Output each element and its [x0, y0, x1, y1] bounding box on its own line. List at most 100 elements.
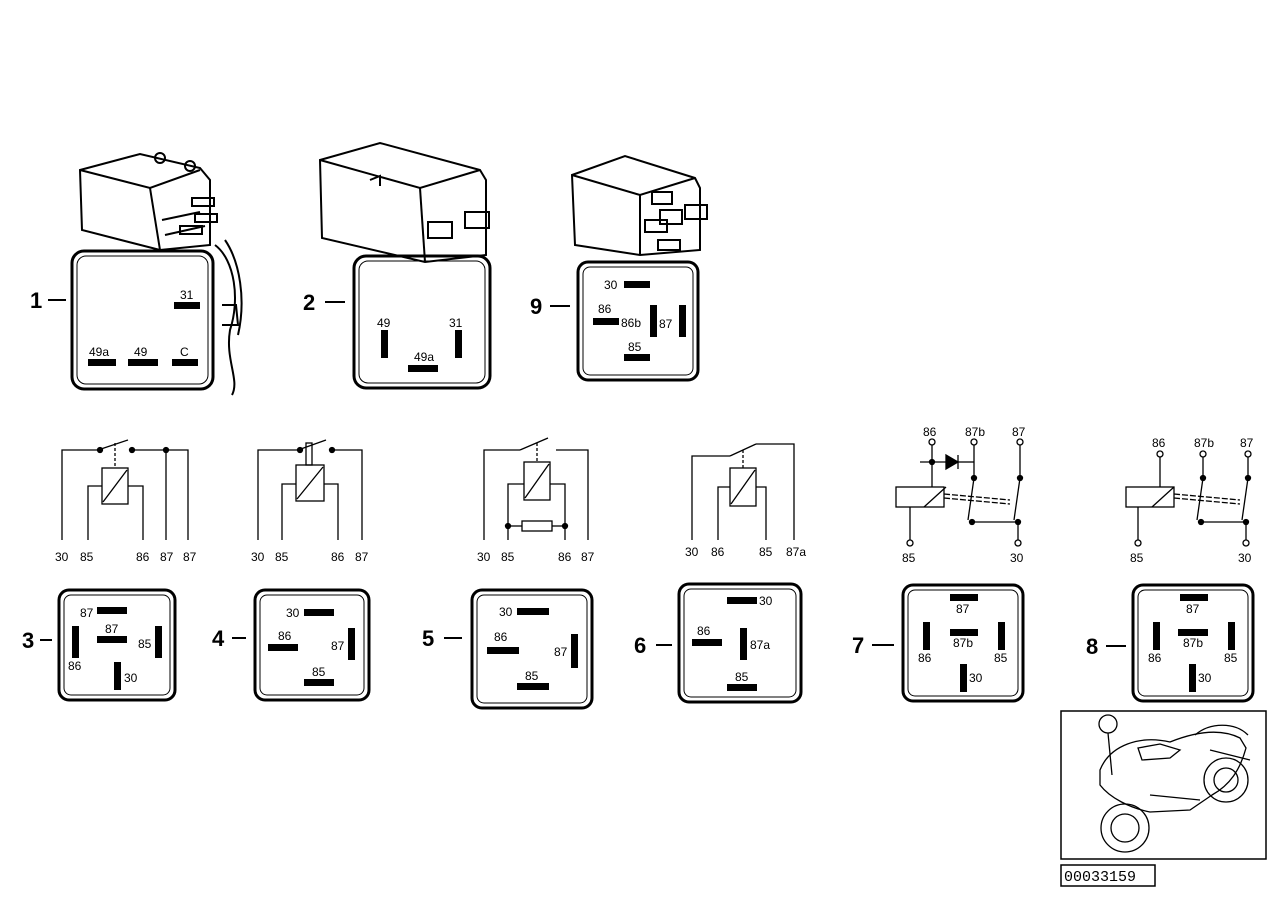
pin-label: 49: [134, 345, 148, 359]
callout-4: 4: [212, 626, 225, 651]
pin-label: C: [180, 345, 189, 359]
terminal-label: 85: [1130, 551, 1144, 565]
pin-49: [128, 359, 158, 366]
pin-label: 87b: [1183, 636, 1203, 650]
pin-label: 86: [278, 629, 292, 643]
pin-label: 86: [1148, 651, 1162, 665]
callout-1: 1: [30, 288, 42, 313]
pin-label: 31: [449, 316, 463, 330]
pin-label: 87: [105, 622, 119, 636]
pin-label: 87: [1186, 602, 1200, 616]
pin-label: 87a: [750, 638, 770, 652]
terminal-label: 86: [923, 425, 937, 439]
terminal-label: 30: [477, 550, 491, 564]
pin-label: 30: [286, 606, 300, 620]
relay-9-drawing: [570, 154, 708, 257]
motorcycle-thumbnail: [1060, 710, 1267, 860]
pin-label: 86: [494, 630, 508, 644]
callout-3: 3: [22, 628, 34, 653]
pinout-3: 3 87 87 86 85 30: [22, 588, 177, 702]
pinout-5: 5 30 86 87 85: [422, 588, 594, 710]
pin-label: 85: [735, 670, 749, 684]
pin-31: [455, 330, 462, 358]
pin-30: [624, 281, 650, 288]
pin-label: 85: [138, 637, 152, 651]
terminal-label: 87a: [786, 545, 806, 559]
diagram-code: 00033159: [1064, 869, 1136, 886]
schematic-7: 86 87b 87 85 30: [895, 425, 1026, 565]
terminal-label: 85: [501, 550, 515, 564]
pinout-7: 7 87 86 87b 85 30: [852, 583, 1025, 703]
relay-2-pinout-frame: [352, 254, 492, 390]
pin-label: 86: [68, 659, 82, 673]
terminal-label: 87b: [1194, 436, 1214, 450]
pin-label: 85: [525, 669, 539, 683]
pin-86b: [650, 305, 657, 337]
terminal-label: 86: [331, 550, 345, 564]
pin-49a: [88, 359, 116, 366]
terminal-label: 30: [1010, 551, 1024, 565]
pin-49a: [408, 365, 438, 372]
terminal-label: 85: [275, 550, 289, 564]
terminal-label: 86: [711, 545, 725, 559]
pin-label: 30: [604, 278, 618, 292]
pin-31: [174, 302, 200, 309]
terminal-label: 87: [355, 550, 369, 564]
pin-label: 87: [956, 602, 970, 616]
pin-label: 87: [659, 317, 673, 331]
relay-9-pinout-frame: [576, 260, 700, 382]
pin-label: 49a: [414, 350, 434, 364]
pin-label: 85: [1224, 651, 1238, 665]
pin-label: 86: [697, 624, 711, 638]
pin-49: [381, 330, 388, 358]
pin-label: 87: [554, 645, 568, 659]
pin-c: [172, 359, 198, 366]
pinout-6: 6 30 86 87a 85: [634, 582, 803, 704]
pin-label: 30: [1198, 671, 1212, 685]
terminal-label: 86: [1152, 436, 1166, 450]
pin-label: 87: [80, 606, 94, 620]
callout-6: 6: [634, 633, 646, 658]
callout-8: 8: [1086, 634, 1098, 659]
terminal-label: 87: [183, 550, 197, 564]
schematic-6: 30 86 85 87a: [685, 443, 806, 559]
pin-85: [624, 354, 650, 361]
terminal-label: 86: [558, 550, 572, 564]
pin-87: [679, 305, 686, 337]
terminal-label: 87: [1240, 436, 1254, 450]
terminal-label: 30: [1238, 551, 1252, 565]
relay-2: 2 49 31 49a: [303, 141, 492, 390]
diagram-code-box: 00033159: [1060, 864, 1156, 887]
terminal-label: 85: [759, 545, 773, 559]
relay-9: 9 30 86 86b 87 85: [530, 154, 708, 382]
terminal-label: 87b: [965, 425, 985, 439]
pin-label: 87: [331, 639, 345, 653]
terminal-label: 30: [55, 550, 69, 564]
pin-label: 86: [918, 651, 932, 665]
terminal-label: 85: [902, 551, 916, 565]
relay-1: 1 31 49a 49 C: [30, 152, 243, 396]
pin-label: 87b: [953, 636, 973, 650]
relay-1-pinout-frame: [70, 249, 215, 391]
pinout-8: 8 87 86 87b 85 30: [1086, 583, 1255, 703]
pin-label: 85: [994, 651, 1008, 665]
relay-2-drawing: [318, 141, 490, 264]
callout-2: 2: [303, 290, 315, 315]
relay-1-drawing: [78, 152, 243, 396]
pin-label: 30: [124, 671, 138, 685]
pinout-4: 4 30 86 87 85: [212, 588, 371, 702]
pin-label: 30: [759, 594, 773, 608]
pin-label: 49a: [89, 345, 109, 359]
terminal-label: 87: [1012, 425, 1026, 439]
schematic-8: 86 87b 87 85 30: [1125, 436, 1254, 565]
callout-9: 9: [530, 294, 542, 319]
pin-label: 30: [499, 605, 513, 619]
pin-label: 85: [628, 340, 642, 354]
pin-label: 86b: [621, 316, 641, 330]
pin-label: 49: [377, 316, 391, 330]
schematic-4: 30 85 86 87: [251, 439, 369, 564]
pin-86: [593, 318, 619, 325]
schematic-3: 30 85 86 87 87: [55, 439, 197, 564]
